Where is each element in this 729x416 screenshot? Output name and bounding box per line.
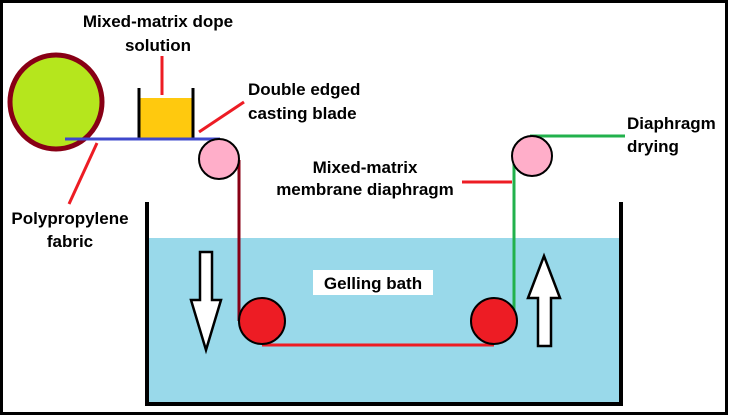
drying-label-line2: drying: [627, 137, 679, 156]
blade-label-line1: Double edged: [248, 80, 360, 99]
membrane-label-line1: Mixed-matrix: [313, 158, 418, 177]
blade-pointer: [198, 100, 245, 134]
fabric-pointer: [67, 142, 99, 205]
drying-label-line1: Diaphragm: [627, 114, 716, 133]
dope-label-line1: Mixed-matrix dope: [83, 12, 233, 31]
fabric-label-line2: fabric: [47, 232, 93, 251]
dope-solution: [139, 98, 193, 138]
gelling-bath-tank: [145, 202, 623, 406]
bath-roller-right: [470, 297, 518, 345]
guide-roller-right: [511, 135, 553, 177]
fabric-roll: [7, 52, 105, 152]
guide-roller-left: [198, 138, 240, 180]
fabric-label-line1: Polypropylene: [11, 209, 128, 228]
gelling-bath-label-box: [313, 270, 433, 295]
bath-roller-left: [238, 297, 286, 345]
down-arrow-icon: [189, 250, 223, 355]
up-arrow-icon: [526, 252, 562, 348]
dope-label-line2: solution: [125, 36, 191, 55]
blade-label-line2: casting blade: [248, 104, 357, 123]
membrane-label-line2: membrane diaphragm: [276, 180, 454, 199]
gelling-bath-label: Gelling bath: [324, 274, 422, 293]
